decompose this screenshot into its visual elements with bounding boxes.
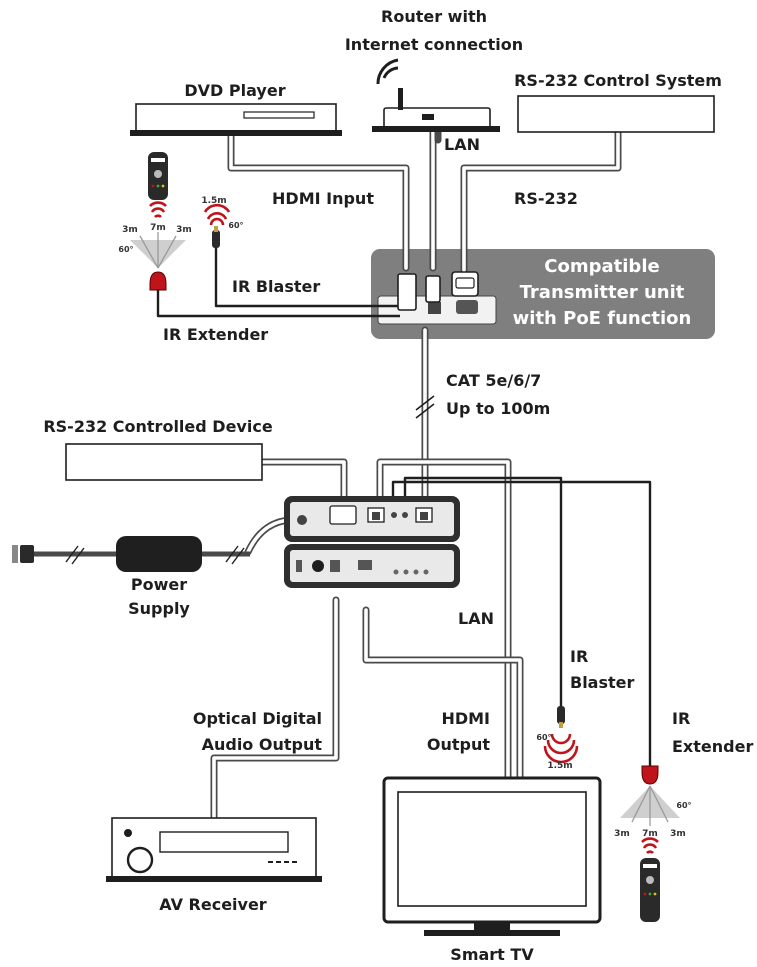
ir-blaster-bottom-line1: IR xyxy=(570,647,588,666)
dvd-player-label: DVD Player xyxy=(184,81,285,100)
power-label-line2: Supply xyxy=(128,599,190,618)
router-label-line1: Router with xyxy=(381,7,487,26)
ir-signal-icon-bottom-right xyxy=(641,837,659,855)
ir-extender-bottom-line2: Extender xyxy=(672,737,753,756)
ir-blaster-wire-bottom xyxy=(403,476,563,706)
ir-extender-top-label: IR Extender xyxy=(163,325,268,344)
lan-top-label: LAN xyxy=(444,135,480,154)
router xyxy=(372,58,500,132)
router-label-line2: Internet connection xyxy=(345,35,523,54)
ir-fan-bottom-angle: 60° xyxy=(676,801,691,810)
ir-blaster-signal-bottom xyxy=(543,733,579,764)
rs232-device-label: RS-232 Controlled Device xyxy=(43,417,272,436)
hdmi-output-label-line2: Output xyxy=(427,735,490,754)
ir-blaster-bottom-line2: Blaster xyxy=(570,673,635,692)
power-label-line1: Power xyxy=(131,575,187,594)
hdmi-output-cable xyxy=(362,606,524,784)
rs232-control-system xyxy=(517,95,715,133)
ir-blaster-top-label: IR Blaster xyxy=(232,277,320,296)
power-supply xyxy=(12,536,250,572)
lan-bottom-label: LAN xyxy=(458,609,494,628)
remote-control-icon-top xyxy=(148,152,168,200)
ir-fan-top-left-dist: 3m xyxy=(122,225,138,235)
ir-blaster-wire-top xyxy=(214,248,400,308)
transmitter-label-line2: Transmitter unit xyxy=(520,282,685,303)
ir-receiver-fan-bottom xyxy=(620,785,680,826)
ir-fan-bottom-right-dist: 3m xyxy=(670,829,686,839)
transmitter-connectors xyxy=(397,271,479,311)
optical-label-line2: Audio Output xyxy=(202,735,323,754)
ir-extender-wire-top xyxy=(156,288,400,318)
rs232-bottom-cable xyxy=(258,458,348,500)
ir-extender-bottom-line1: IR xyxy=(672,709,690,728)
av-receiver xyxy=(106,817,322,882)
ir-extender-sensor-bottom xyxy=(641,765,659,785)
cat-label-line1: CAT 5e/6/7 xyxy=(446,371,541,390)
ir-blaster-bottom-distance: 1.5m xyxy=(547,761,572,771)
hdmi-output-label-line1: HDMI xyxy=(441,709,490,728)
cat-label-line2: Up to 100m xyxy=(446,399,550,418)
ir-blaster-emitter-top xyxy=(212,226,220,248)
optical-label-line1: Optical Digital xyxy=(193,709,322,728)
rs232-system-label: RS-232 Control System xyxy=(514,71,722,90)
ir-extender-wire-bottom xyxy=(391,480,652,772)
ir-fan-top-right-dist: 3m xyxy=(176,225,192,235)
ir-wires xyxy=(156,248,652,772)
cat-cable-break xyxy=(415,395,435,419)
ir-extender-sensor-top xyxy=(149,271,167,291)
ir-blaster-signal-top xyxy=(203,203,231,226)
receiver-unit xyxy=(284,496,460,588)
dvd-player xyxy=(130,103,342,136)
ir-fan-bottom-left-dist: 3m xyxy=(614,829,630,839)
av-receiver-label: AV Receiver xyxy=(159,895,267,914)
transmitter-label-line3: with PoE function xyxy=(513,308,692,329)
transmitter-label-line1: Compatible xyxy=(544,256,659,277)
remote-control-icon-bottom xyxy=(640,858,660,922)
ir-signal-icon-top-left xyxy=(149,201,167,219)
ir-blaster-top-angle: 60° xyxy=(228,221,243,230)
smart-tv-label: Smart TV xyxy=(450,945,534,964)
ir-blaster-top-distance: 1.5m xyxy=(201,196,226,206)
ir-blaster-emitter-bottom xyxy=(557,706,565,728)
ir-fan-top-center-dist: 7m xyxy=(150,223,166,233)
cables xyxy=(210,124,622,822)
ir-fan-bottom-center-dist: 7m xyxy=(642,829,658,839)
rs232-label: RS-232 xyxy=(514,189,578,208)
rs232-controlled-device xyxy=(65,443,263,481)
smart-tv xyxy=(382,776,602,936)
ir-fan-top-angle: 60° xyxy=(118,245,133,254)
ir-blaster-bottom-angle: 60° xyxy=(536,733,551,742)
hdmi-input-label: HDMI Input xyxy=(272,189,374,208)
ir-receiver-fan-top xyxy=(130,232,186,269)
